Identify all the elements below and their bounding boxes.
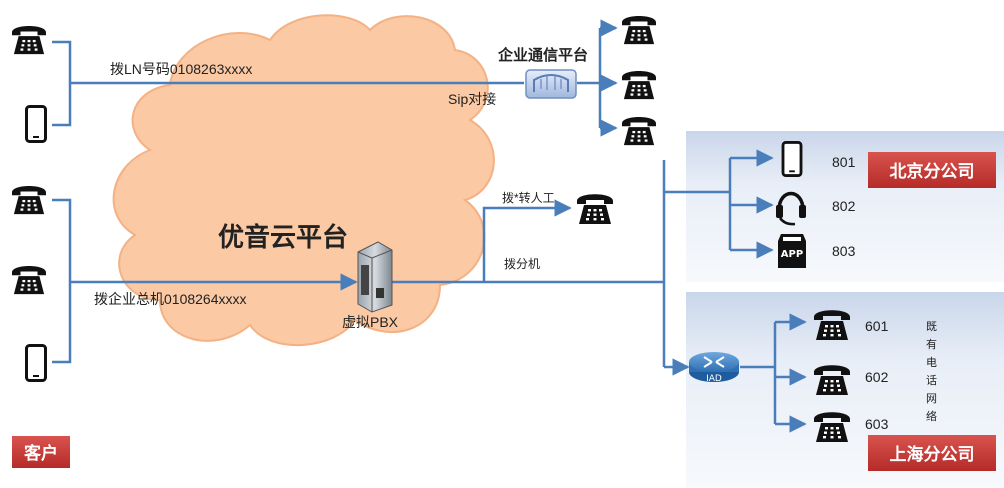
extension-803: 803 xyxy=(832,243,856,259)
headset-icon xyxy=(776,191,806,226)
svg-text:电: 电 xyxy=(926,356,937,369)
enterprise-desk-phone-icon xyxy=(622,16,656,45)
svg-text:北京分公司: 北京分公司 xyxy=(890,161,975,182)
dial-main-label: 拨企业总机0108264xxxx xyxy=(94,291,247,307)
dial-extension-label: 拨分机 xyxy=(504,257,540,271)
svg-text:上海分公司: 上海分公司 xyxy=(890,444,975,465)
svg-text:话: 话 xyxy=(926,374,937,387)
app-icon-label: APP xyxy=(781,249,803,260)
sip-gateway-icon xyxy=(525,69,577,99)
svg-text:既: 既 xyxy=(926,321,937,333)
shanghai-badge: 上海分公司 xyxy=(868,435,996,471)
router-icon: IAD xyxy=(689,352,739,384)
iad-label: IAD xyxy=(706,374,722,384)
svg-text:客户: 客户 xyxy=(23,443,58,464)
extension-601: 601 xyxy=(865,318,889,334)
svg-text:有: 有 xyxy=(926,337,937,351)
server-icon xyxy=(357,241,393,313)
enterprise-platform-title: 企业通信平台 xyxy=(497,46,588,64)
customer-mobile-phone-icon xyxy=(25,105,47,143)
beijing-badge: 北京分公司 xyxy=(868,152,996,188)
customer-desk-phone-icon xyxy=(12,26,46,55)
connection-lines xyxy=(52,19,807,433)
dial-operator-label: 拨*转人工 xyxy=(502,190,555,205)
extension-603: 603 xyxy=(865,416,889,432)
virtual-pbx-label: 虚拟PBX xyxy=(342,314,399,330)
customer-desk-phone-icon xyxy=(12,186,46,215)
svg-text:网: 网 xyxy=(926,393,937,405)
extension-802: 802 xyxy=(832,198,856,214)
customer-mobile-phone-icon xyxy=(25,344,47,382)
operator-desk-phone-icon xyxy=(577,194,613,224)
beijing-mobile-phone-icon xyxy=(781,141,803,177)
dial-ln-label: 拨LN号码0108263xxxx xyxy=(110,61,252,77)
extension-602: 602 xyxy=(865,369,889,385)
cloud-platform xyxy=(112,14,495,346)
customer-desk-phone-icon xyxy=(12,266,46,295)
customer-badge: 客户 xyxy=(12,436,70,468)
cloud-title: 优音云平台 xyxy=(218,222,348,252)
app-icon: APP xyxy=(778,234,806,268)
sip-label: Sip对接 xyxy=(448,91,496,107)
enterprise-desk-phone-icon xyxy=(622,71,656,100)
enterprise-desk-phone-icon xyxy=(622,117,656,146)
svg-text:络: 络 xyxy=(926,409,937,423)
existing-network-label: 既 有 电 话 网 络 xyxy=(926,321,937,423)
extension-801: 801 xyxy=(832,154,856,170)
